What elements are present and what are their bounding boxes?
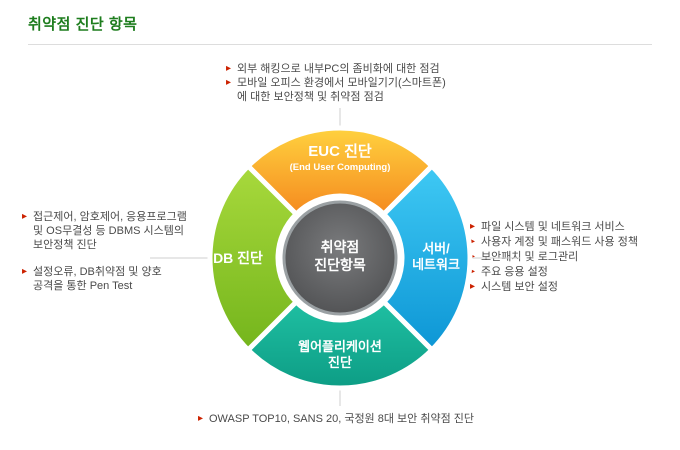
annotation-text: 공격을 통한 Pen Test xyxy=(33,280,133,292)
segment-web-application xyxy=(245,299,435,391)
segment-euc-label: EUC 진단 xyxy=(308,143,372,160)
segment-euc-sublabel: (End User Computing) xyxy=(290,162,391,173)
annotation-line: ▸ 설정오류, DB취약점 및 양호 xyxy=(22,265,212,279)
center-label-line1: 취약점 xyxy=(321,239,360,255)
annotation-line: ▸ 파일 시스템 및 네트워크 서비스 xyxy=(470,220,638,234)
annotation-item: ▸ 모바일 오피스 환경에서 모바일기기(스마트폰) 에 대한 보안정책 및 취… xyxy=(226,76,446,104)
annotation-line: ▸ 보안패치 및 로그관리 xyxy=(470,250,638,264)
bullet-arrow-icon: ▸ xyxy=(226,77,232,88)
segment-web-label-line1: 웹어플리케이션 xyxy=(298,339,382,354)
bullet-arrow-icon: ▸ xyxy=(22,211,28,222)
center-circle xyxy=(282,200,398,316)
annotation-text: 사용자 계정 및 패스워드 사용 정책 xyxy=(481,236,638,248)
annotation-text: 보안패치 및 로그관리 xyxy=(481,251,579,263)
annotation-text: 에 대한 보안정책 및 취약점 점검 xyxy=(237,91,384,103)
annotation-line: 에 대한 보안정책 및 취약점 점검 xyxy=(226,90,446,104)
annotation-text: 접근제어, 암호제어, 응용프로그램 xyxy=(33,211,187,223)
bullet-arrow-icon: ▸ xyxy=(470,266,476,277)
segment-server-label-line1: 서버/ xyxy=(422,241,450,256)
segment-server-label-line2: 네트워크 xyxy=(412,257,460,272)
annotation-item: ▸ 접근제어, 암호제어, 응용프로그램 및 OS무결성 등 DBMS 시스템의… xyxy=(22,210,212,252)
annotation-line: ▸ 사용자 계정 및 패스워드 사용 정책 xyxy=(470,235,638,249)
annotation-text: 외부 해킹으로 내부PC의 좀비화에 대한 점검 xyxy=(237,63,440,75)
segment-euc xyxy=(245,125,435,217)
bullet-arrow-icon: ▸ xyxy=(470,281,476,292)
vulnerability-diagnosis-diagram: EUC 진단 (End User Computing) 서버/ 네트워크 DB … xyxy=(150,108,520,406)
segment-db-label: DB 진단 xyxy=(213,250,263,266)
annotation-text: 파일 시스템 및 네트워크 서비스 xyxy=(481,221,625,233)
annotation-item: ▸ 설정오류, DB취약점 및 양호 공격을 통한 Pen Test xyxy=(22,265,212,293)
annotation-bottom: ▸ OWASP TOP10, SANS 20, 국정원 8대 보안 취약점 진단 xyxy=(198,412,474,426)
annotation-line: 및 OS무결성 등 DBMS 시스템의 xyxy=(22,224,212,238)
bullet-arrow-icon: ▸ xyxy=(22,266,28,277)
annotation-item: ▸ 외부 해킹으로 내부PC의 좀비화에 대한 점검 xyxy=(226,62,446,76)
bullet-arrow-icon: ▸ xyxy=(198,413,204,424)
annotation-line: ▸ OWASP TOP10, SANS 20, 국정원 8대 보안 취약점 진단 xyxy=(198,412,474,426)
annotation-line: 보안정책 진단 xyxy=(22,238,212,252)
annotation-line: ▸ 시스템 보안 설정 xyxy=(470,280,638,294)
bullet-arrow-icon: ▸ xyxy=(470,251,476,262)
segment-web-label-line2: 진단 xyxy=(328,355,352,370)
annotation-text: OWASP TOP10, SANS 20, 국정원 8대 보안 취약점 진단 xyxy=(209,413,474,425)
annotation-line: ▸ 주요 응용 설정 xyxy=(470,265,638,279)
annotation-line: ▸ 접근제어, 암호제어, 응용프로그램 xyxy=(22,210,212,224)
annotation-text: 모바일 오피스 환경에서 모바일기기(스마트폰) xyxy=(237,77,446,89)
annotation-line: ▸ 모바일 오피스 환경에서 모바일기기(스마트폰) xyxy=(226,76,446,90)
annotation-line: 공격을 통한 Pen Test xyxy=(22,279,212,293)
bullet-arrow-icon: ▸ xyxy=(226,63,232,74)
page-title: 취약점 진단 항목 xyxy=(28,16,138,33)
annotation-text: 시스템 보안 설정 xyxy=(481,281,558,293)
annotation-left: ▸ 접근제어, 암호제어, 응용프로그램 및 OS무결성 등 DBMS 시스템의… xyxy=(22,210,212,293)
annotation-text: 설정오류, DB취약점 및 양호 xyxy=(33,266,162,278)
annotation-text: 주요 응용 설정 xyxy=(481,266,548,278)
annotation-line: ▸ 외부 해킹으로 내부PC의 좀비화에 대한 점검 xyxy=(226,62,446,76)
annotation-text: 보안정책 진단 xyxy=(33,239,97,251)
segment-db xyxy=(207,163,299,353)
annotation-right: ▸ 파일 시스템 및 네트워크 서비스 ▸ 사용자 계정 및 패스워드 사용 정… xyxy=(470,220,638,295)
bullet-arrow-icon: ▸ xyxy=(470,236,476,247)
title-divider xyxy=(28,44,652,45)
segment-server-network xyxy=(381,163,473,353)
center-label-line2: 진단항목 xyxy=(314,257,366,273)
bullet-arrow-icon: ▸ xyxy=(470,221,476,232)
annotation-top: ▸ 외부 해킹으로 내부PC의 좀비화에 대한 점검 ▸ 모바일 오피스 환경에… xyxy=(226,62,446,104)
annotation-text: 및 OS무결성 등 DBMS 시스템의 xyxy=(33,225,184,237)
